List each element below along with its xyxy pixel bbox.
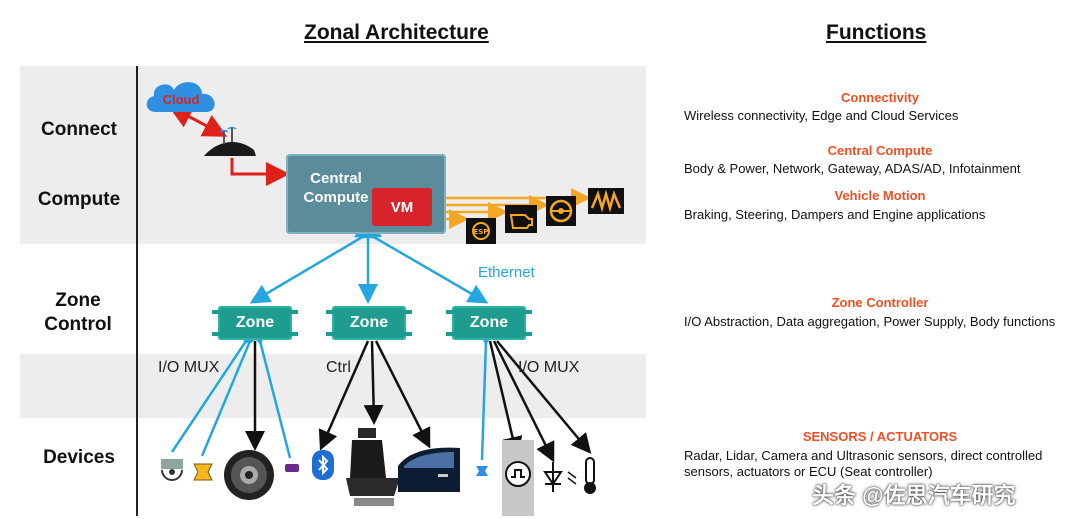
- io-mux-label-left: I/O MUX: [158, 359, 220, 376]
- row-label-devices: Devices: [43, 447, 115, 468]
- zone-controller-2: Zone: [326, 306, 412, 340]
- car-seat-icon: [346, 428, 400, 506]
- function-desc-zone-controller: I/O Abstraction, Data aggregation, Power…: [684, 314, 1056, 329]
- engine-warning-icon: [505, 205, 537, 233]
- damper-icon: [588, 188, 624, 214]
- row-label-compute: Compute: [37, 189, 121, 210]
- ultrasonic-sensor-icon: [193, 463, 213, 481]
- diode-icon: [543, 462, 563, 492]
- io-mux-label-right: I/O MUX: [518, 359, 580, 376]
- zone2-link-door: [374, 340, 431, 449]
- ethernet-label: Ethernet: [478, 264, 535, 281]
- divider-vertical: [136, 66, 138, 516]
- ethernet-link-zone-3: [354, 219, 489, 304]
- function-desc-central-compute: Body & Power, Network, Gateway, ADAS/AD,…: [684, 161, 1021, 176]
- speaker-icon: [224, 450, 274, 500]
- light-sensor-icon: [567, 471, 577, 485]
- cloud-icon: [146, 82, 215, 112]
- function-desc-connectivity: Wireless connectivity, Edge and Cloud Se…: [684, 108, 959, 123]
- row-label-zone-control: Zone Control: [44, 290, 112, 335]
- signal-sensor-icon: [505, 461, 531, 487]
- thermometer-icon: [584, 457, 596, 494]
- zone2-link-bluetooth: [318, 340, 370, 451]
- watermark: 头条 @佐思汽车研究: [812, 483, 1016, 508]
- link-antenna-central: [230, 158, 290, 186]
- band-mux: [20, 354, 646, 418]
- steering-wheel-icon: [546, 196, 576, 226]
- ethernet-link-zone-1: [249, 219, 383, 304]
- zone3-link-thermometer: [496, 340, 592, 454]
- function-title-central-compute: Central Compute: [827, 143, 933, 158]
- zone1-link-ultrasonic: [200, 323, 266, 457]
- vm-box: VM: [372, 188, 432, 226]
- heading-zonal-architecture: Zonal Architecture: [304, 21, 489, 44]
- zone3-link-sensor: [476, 325, 497, 461]
- svg-text:ESP: ESP: [474, 228, 489, 236]
- cloud-label: Cloud: [162, 92, 200, 107]
- zone3-link-diode: [492, 340, 555, 463]
- esp-warning-icon: ESP: [466, 218, 496, 244]
- car-door-icon: [398, 447, 460, 492]
- zone1-link-connector: [246, 323, 292, 459]
- heading-functions: Functions: [826, 21, 927, 44]
- zone2-link-seat: [363, 340, 384, 425]
- zone-controller-3: Zone: [446, 306, 532, 340]
- zone1-link-camera: [170, 322, 263, 453]
- bluetooth-icon: [312, 450, 334, 480]
- function-title-zone-controller: Zone Controller: [831, 295, 929, 310]
- zone3-link-signal: [488, 340, 523, 457]
- function-desc-vehicle-motion: Braking, Steering, Dampers and Engine ap…: [684, 207, 986, 222]
- connector-icon: [285, 464, 299, 472]
- function-title-connectivity: Connectivity: [840, 90, 919, 105]
- zone-controller-1: Zone: [212, 306, 298, 340]
- function-title-sensors-actuators: SENSORS / ACTUATORS: [802, 429, 958, 444]
- central-compute-label: Central Compute: [303, 170, 369, 206]
- camera-sensor-icon: [161, 459, 183, 481]
- blue-sensor-icon: [476, 466, 488, 476]
- function-desc-sensors-line-2: sensors, actuators or ECU (Seat controll…: [684, 464, 933, 479]
- ctrl-label: Ctrl: [326, 359, 351, 376]
- function-desc-sensors-line-1: Radar, Lidar, Camera and Ultrasonic sens…: [684, 448, 1043, 463]
- function-title-vehicle-motion: Vehicle Motion: [834, 188, 926, 203]
- antenna-icon: [204, 126, 256, 156]
- link-cloud-antenna: [168, 105, 228, 137]
- row-label-connect: Connect: [41, 119, 117, 140]
